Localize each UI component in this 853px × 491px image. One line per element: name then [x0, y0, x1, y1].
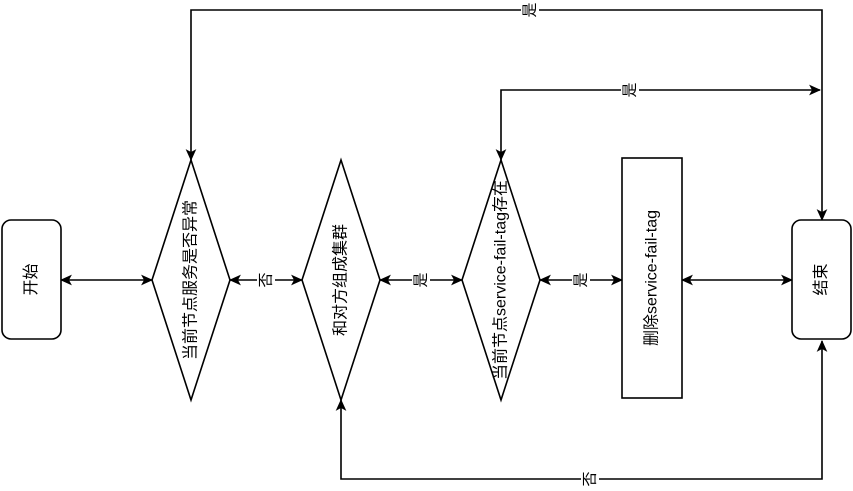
node-form-cluster-label: 和对方组成集群: [332, 224, 350, 336]
edge-label-service-to-cluster: 否: [257, 271, 275, 289]
node-check-tag-label: 当前节点service-fail-tag存在: [492, 180, 510, 380]
edge-label-service-to-end-text: 是: [522, 2, 539, 17]
node-check-service: 当前节点服务是否异常: [151, 157, 231, 403]
node-start-label: 开始: [22, 263, 40, 295]
edge-form-cluster-to-end: [335, 340, 828, 480]
node-delete-tag-label: 删除service-fail-tag: [643, 210, 661, 346]
node-form-cluster: 和对方组成集群: [301, 157, 381, 403]
node-end-label: 结束: [812, 263, 830, 295]
node-end: 结束: [791, 219, 852, 340]
node-check-tag: 当前节点service-fail-tag存在: [461, 157, 541, 403]
edge-label-tag-to-end: 是: [621, 81, 639, 99]
edge-label-service-to-cluster-text: 否: [258, 272, 275, 287]
node-check-service-label: 当前节点服务是否异常: [182, 200, 200, 360]
edge-check-service-to-end: [185, 9, 828, 221]
edge-label-cluster-to-end-text: 否: [582, 471, 599, 486]
edge-check-tag-to-end: [495, 84, 821, 161]
edge-label-cluster-to-tag-text: 是: [413, 272, 430, 287]
edge-label-tag-to-end-text: 是: [622, 82, 639, 97]
node-delete-tag: 删除service-fail-tag: [621, 157, 683, 399]
edge-label-service-to-end: 是: [521, 1, 539, 19]
edge-label-cluster-to-end: 否: [581, 470, 599, 488]
edge-label-tag-to-delete-text: 是: [573, 272, 590, 287]
edge-label-cluster-to-tag: 是: [412, 271, 430, 289]
edge-label-tag-to-delete: 是: [572, 271, 590, 289]
node-start: 开始: [1, 219, 62, 340]
